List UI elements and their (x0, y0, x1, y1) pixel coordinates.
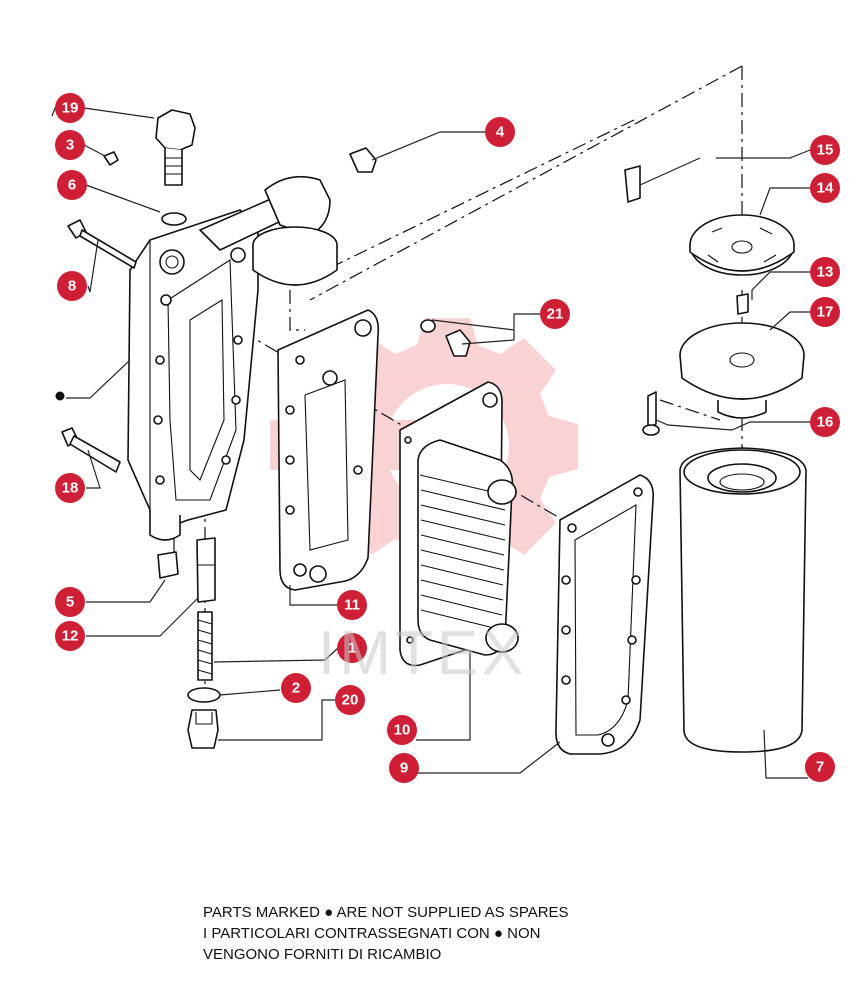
callout-9: 9 (389, 753, 419, 783)
svg-text:4: 4 (496, 124, 505, 141)
callout-6: 6 (57, 170, 87, 200)
footnote-line1-prefix: PARTS MARKED (203, 904, 325, 921)
footnote-line-3: VENGONO FORNITI DI RICAMBIO (203, 946, 442, 963)
watermark-logo-text: IMTEX (318, 619, 528, 688)
callout-3: 3 (55, 130, 85, 160)
filter-head-housing (127, 209, 259, 541)
svg-text:16: 16 (817, 414, 834, 431)
screw-16 (642, 391, 660, 436)
svg-text:19: 19 (62, 100, 79, 117)
svg-text:20: 20 (342, 692, 359, 709)
svg-text:7: 7 (816, 759, 824, 776)
callout-4: 4 (485, 117, 515, 147)
svg-text:2: 2 (292, 680, 300, 697)
svg-text:21: 21 (547, 306, 564, 323)
callout-19: 19 (55, 93, 85, 123)
svg-text:9: 9 (400, 760, 408, 777)
callout-18: 18 (55, 473, 85, 503)
callout-10: 10 (387, 715, 417, 745)
callout-20: 20 (335, 685, 365, 715)
callout-16: 16 (810, 407, 840, 437)
plug-3 (103, 151, 119, 166)
svg-text:15: 15 (817, 142, 834, 159)
cooler-10 (399, 381, 519, 667)
svg-text:8: 8 (68, 278, 76, 295)
valve-assembly (187, 537, 221, 749)
leader-lines (51, 107, 811, 779)
footnote-line2-suffix: NON (502, 925, 541, 942)
svg-text:10: 10 (394, 722, 411, 739)
svg-text:5: 5 (66, 594, 74, 611)
plug-4 (349, 147, 377, 173)
plug-5 (157, 551, 179, 579)
callout-13: 13 (810, 257, 840, 287)
callout-12: 12 (55, 621, 85, 651)
svg-text:11: 11 (344, 597, 360, 614)
bolt-18 (61, 427, 121, 473)
callout-5: 5 (55, 587, 85, 617)
footnote-line2-prefix: I PARTICOLARI CONTRASSEGNATI CON (203, 925, 494, 942)
svg-text:13: 13 (817, 264, 834, 281)
footnote-marker: ● (324, 904, 334, 921)
bracket-arm (199, 175, 338, 286)
callout-7: 7 (805, 752, 835, 782)
gasket-11 (277, 309, 380, 591)
svg-text:12: 12 (62, 628, 79, 645)
svg-text:6: 6 (68, 177, 76, 194)
svg-text:18: 18 (62, 480, 79, 497)
callout-17: 17 (810, 297, 840, 327)
svg-text:3: 3 (66, 137, 74, 154)
callout-8: 8 (57, 271, 87, 301)
plug-19 (155, 109, 196, 186)
footnote-line-2: I PARTICOLARI CONTRASSEGNATI CON ● NON (203, 923, 569, 944)
pin-13 (736, 293, 749, 315)
valve-17 (679, 322, 805, 419)
oring-21 (420, 319, 436, 333)
svg-text:1: 1 (348, 640, 356, 657)
filter-cartridge-7 (679, 447, 807, 753)
insert-15 (624, 165, 641, 203)
footnote-line-1: PARTS MARKED ● ARE NOT SUPPLIED AS SPARE… (203, 902, 569, 923)
gasket-9 (555, 474, 655, 755)
callout-15: 15 (810, 135, 840, 165)
callout-21: 21 (540, 299, 570, 329)
washer-6 (161, 212, 187, 226)
callout-2: 2 (281, 673, 311, 703)
svg-text:17: 17 (817, 304, 834, 321)
plug-21 (445, 329, 471, 357)
svg-text:14: 14 (817, 180, 834, 197)
footnote-marker-2: ● (493, 925, 503, 942)
plate-14 (689, 214, 795, 276)
not-supplied-marker (55, 391, 65, 401)
callout-1: 1 (337, 633, 367, 663)
callout-14: 14 (810, 173, 840, 203)
footnote-line1-suffix: ARE NOT SUPPLIED AS SPARES (333, 904, 569, 921)
callout-11: 11 (337, 590, 367, 620)
footnote: PARTS MARKED ● ARE NOT SUPPLIED AS SPARE… (203, 902, 569, 965)
bolt-8 (67, 219, 137, 269)
